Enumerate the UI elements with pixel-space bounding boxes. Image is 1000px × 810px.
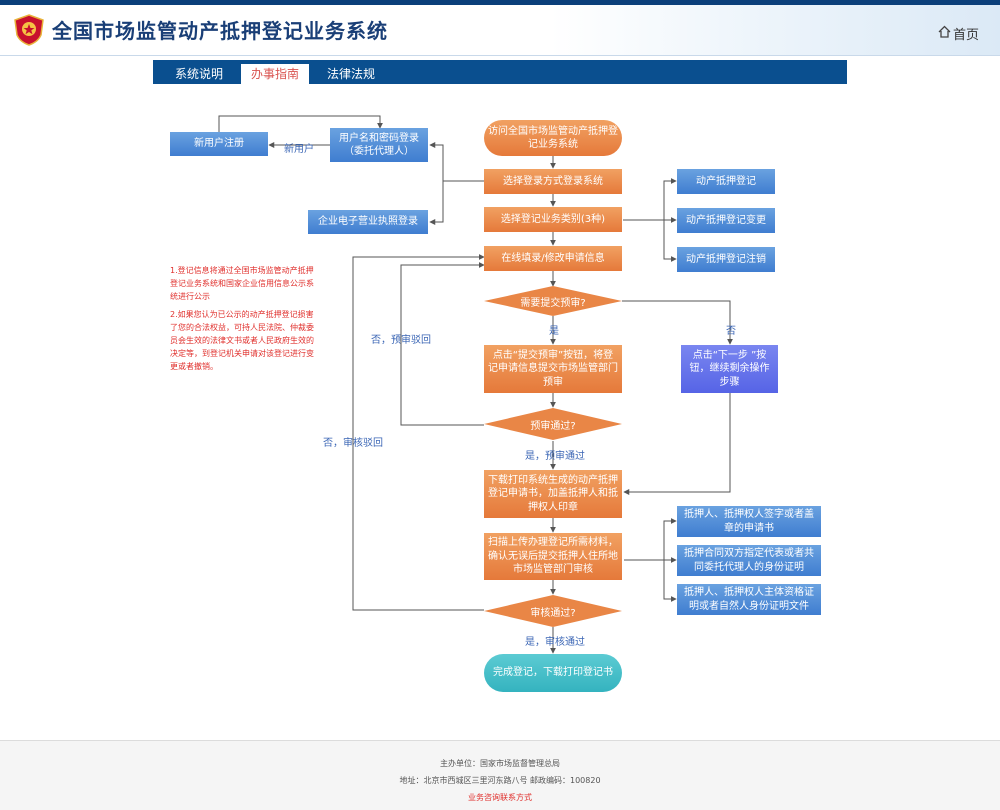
flow-scan-upload-node: 扫描上传办理登记所需材料，确认无误后提交抵押人住所地市场监管部门审核 bbox=[484, 533, 622, 580]
footer-sponsor: 主办单位：国家市场监督管理总局 bbox=[440, 759, 560, 768]
edge-label-no: 否 bbox=[726, 326, 736, 337]
pre-review-pass-label: 预审通过? bbox=[530, 420, 576, 432]
home-icon bbox=[938, 25, 951, 42]
flow-start-node: 访问全国市场监管动产抵押登记业务系统 bbox=[484, 120, 622, 156]
tab-guide[interactable]: 办事指南 bbox=[241, 64, 309, 84]
site-footer: 主办单位：国家市场监督管理总局 地址：北京市西城区三里河东路八号 邮政编码：10… bbox=[0, 741, 1000, 810]
flow-choose-category-node: 选择登记业务类别(3种) bbox=[484, 207, 622, 232]
notes-panel: 1.登记信息将通过全国市场监管动产抵押登记业务系统和国家企业信用信息公示系统进行… bbox=[170, 265, 320, 379]
flow-login-user-node: 用户名和密码登录（委托代理人） bbox=[330, 128, 428, 162]
footer-contact-link[interactable]: 业务咨询联系方式 bbox=[468, 793, 532, 802]
flow-next-step-node: 点击“下一步 ”按钮，继续剩余操作步骤 bbox=[681, 345, 778, 393]
edge-label-pre-review-passed: 是，预审通过 bbox=[525, 451, 585, 462]
flow-register-node: 新用户注册 bbox=[170, 132, 268, 156]
edge-label-new-user: 新用户 bbox=[284, 144, 314, 155]
note-publicity: 1.登记信息将通过全国市场监管动产抵押登记业务系统和国家企业信用信息公示系统进行… bbox=[170, 266, 314, 301]
flow-pre-review-pass-decision: 预审通过? bbox=[484, 408, 622, 440]
tab-laws[interactable]: 法律法规 bbox=[326, 67, 375, 81]
note-dispute: 2.如果您认为已公示的动产抵押登记损害了您的合法权益，可持人民法院、仲裁委员会生… bbox=[170, 310, 314, 371]
flow-category-change: 动产抵押登记变更 bbox=[677, 208, 775, 233]
flow-material-qualification: 抵押人、抵押权人主体资格证明或者自然人身份证明文件 bbox=[677, 584, 821, 615]
site-header: 全国市场监管动产抵押登记业务系统 首页 bbox=[0, 5, 1000, 56]
footer-divider bbox=[0, 740, 1000, 741]
flow-submit-pre-review-node: 点击“提交预审”按钮，将登记申请信息提交市场监管部门预审 bbox=[484, 345, 622, 393]
flow-review-pass-decision: 审核通过? bbox=[484, 595, 622, 627]
edge-label-review-rejected: 否，审核驳回 bbox=[323, 438, 383, 449]
shield-emblem-icon bbox=[12, 13, 46, 47]
site-title: 全国市场监管动产抵押登记业务系统 bbox=[52, 19, 388, 43]
flow-category-register: 动产抵押登记 bbox=[677, 169, 775, 194]
flow-choose-login-node: 选择登录方式登录系统 bbox=[484, 169, 622, 194]
flow-need-pre-review-decision: 需要提交预审? bbox=[484, 286, 622, 316]
flow-complete-node: 完成登记，下载打印登记书 bbox=[484, 654, 622, 692]
flow-material-application: 抵押人、抵押权人签字或者盖章的申请书 bbox=[677, 506, 821, 537]
edge-label-review-passed: 是，审核通过 bbox=[525, 637, 585, 648]
tab-system-intro[interactable]: 系统说明 bbox=[174, 67, 223, 81]
flowchart-connectors bbox=[218, 115, 733, 654]
flow-material-id-proof: 抵押合同双方指定代表或者共同委托代理人的身份证明 bbox=[677, 545, 821, 576]
flow-enterprise-login-node: 企业电子营业执照登录 bbox=[308, 210, 428, 234]
edge-label-yes: 是 bbox=[549, 326, 559, 337]
flow-category-cancel: 动产抵押登记注销 bbox=[677, 247, 775, 272]
flow-fill-form-node: 在线填录/修改申请信息 bbox=[484, 246, 622, 271]
flow-download-print-node: 下载打印系统生成的动产抵押登记申请书，加盖抵押人和抵押权人印章 bbox=[484, 470, 622, 518]
home-label: 首页 bbox=[953, 28, 980, 43]
home-link[interactable]: 首页 bbox=[938, 24, 979, 43]
footer-address: 地址：北京市西城区三里河东路八号 邮政编码：100820 bbox=[399, 776, 601, 785]
review-pass-label: 审核通过? bbox=[530, 607, 576, 619]
need-pre-review-label: 需要提交预审? bbox=[520, 297, 586, 309]
edge-label-pre-review-rejected: 否，预审驳回 bbox=[371, 335, 431, 346]
main-nav: 系统说明 办事指南 法律法规 bbox=[153, 60, 847, 84]
top-accent-bar bbox=[0, 0, 1000, 5]
